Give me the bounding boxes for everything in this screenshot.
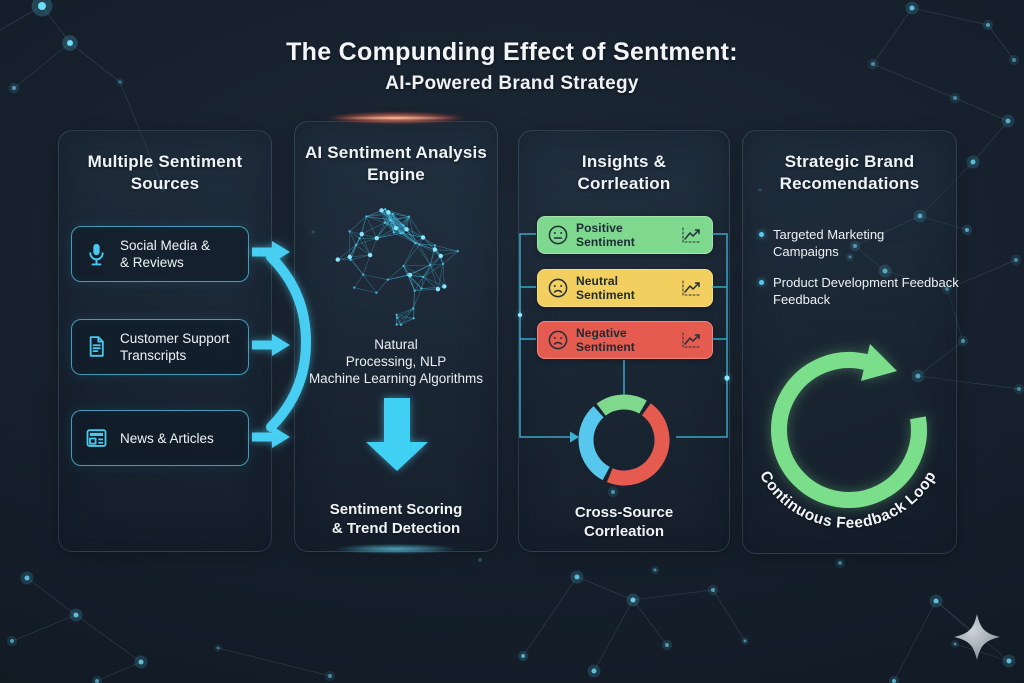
trend-chart-icon: [682, 332, 702, 348]
neutral-face-icon: [548, 225, 568, 245]
pill-label: Negative Sentiment: [576, 326, 635, 354]
bullet-targeted-marketing: Targeted Marketing Campaigns: [759, 226, 884, 260]
positive-sentiment-pill: Positive Sentiment: [537, 216, 713, 254]
source-box-customer-support: Customer Support Transcripts: [71, 319, 249, 375]
bullet-product-development: Product Development Feedback Feedback: [759, 274, 959, 308]
trend-chart-icon: [682, 280, 702, 296]
infographic-title: The Compunding Effect of Sentment: AI-Po…: [0, 38, 1024, 95]
microphone-icon: [72, 241, 120, 268]
bullet-dot: [759, 280, 764, 285]
pill-label: Neutral Sentiment: [576, 274, 635, 302]
source-label: News & Articles: [120, 430, 214, 446]
pill-label: Positive Sentiment: [576, 221, 635, 249]
sources-heading: Multiple Sentiment Sources: [87, 152, 243, 193]
panel-insights-correlation: Insights & Corrleation Positive Sentimen…: [518, 130, 730, 552]
panel-ai-sentiment-analysis-engine: AI Sentiment Analysis Engine Natural Pro…: [294, 121, 498, 552]
engine-output-text: Sentiment Scoring & Trend Detection: [329, 501, 463, 537]
newspaper-icon: [72, 425, 120, 452]
sad-face-icon: [548, 330, 568, 350]
source-label: Social Media & & Reviews: [120, 238, 211, 270]
neural-network-brain-graphic: [335, 207, 459, 327]
document-icon: [72, 334, 120, 361]
negative-sentiment-pill: Negative Sentiment: [537, 321, 713, 359]
bullet-dot: [759, 232, 764, 237]
sad-face-icon: [548, 278, 568, 298]
source-box-social-media: Social Media & & Reviews: [71, 226, 249, 282]
donut-caption: Cross-Source Corrleation: [574, 504, 674, 540]
title-line2: AI-Powered Brand Strategy: [385, 73, 639, 94]
source-box-news-articles: News & Articles: [71, 410, 249, 466]
neutral-sentiment-pill: Neutral Sentiment: [537, 269, 713, 307]
source-label: Customer Support Transcripts: [120, 331, 230, 363]
engine-heading: AI Sentiment Analysis Engine: [304, 143, 488, 184]
trend-chart-icon: [682, 227, 702, 243]
strategy-heading: Strategic Brand Recomendations: [779, 152, 920, 193]
insights-heading: Insights & Corrleation: [577, 152, 671, 193]
panel-strategic-brand-recommendations: Strategic Brand Recomendations Targeted …: [742, 130, 959, 554]
sparkle-star-icon: [954, 614, 1000, 660]
engine-method-text: Natural Processing, NLP Machine Learning…: [308, 337, 484, 386]
panel-multiple-sentiment-sources: Multiple Sentiment Sources Social Media …: [58, 130, 272, 552]
title-line1: The Compunding Effect of Sentment:: [286, 38, 738, 66]
